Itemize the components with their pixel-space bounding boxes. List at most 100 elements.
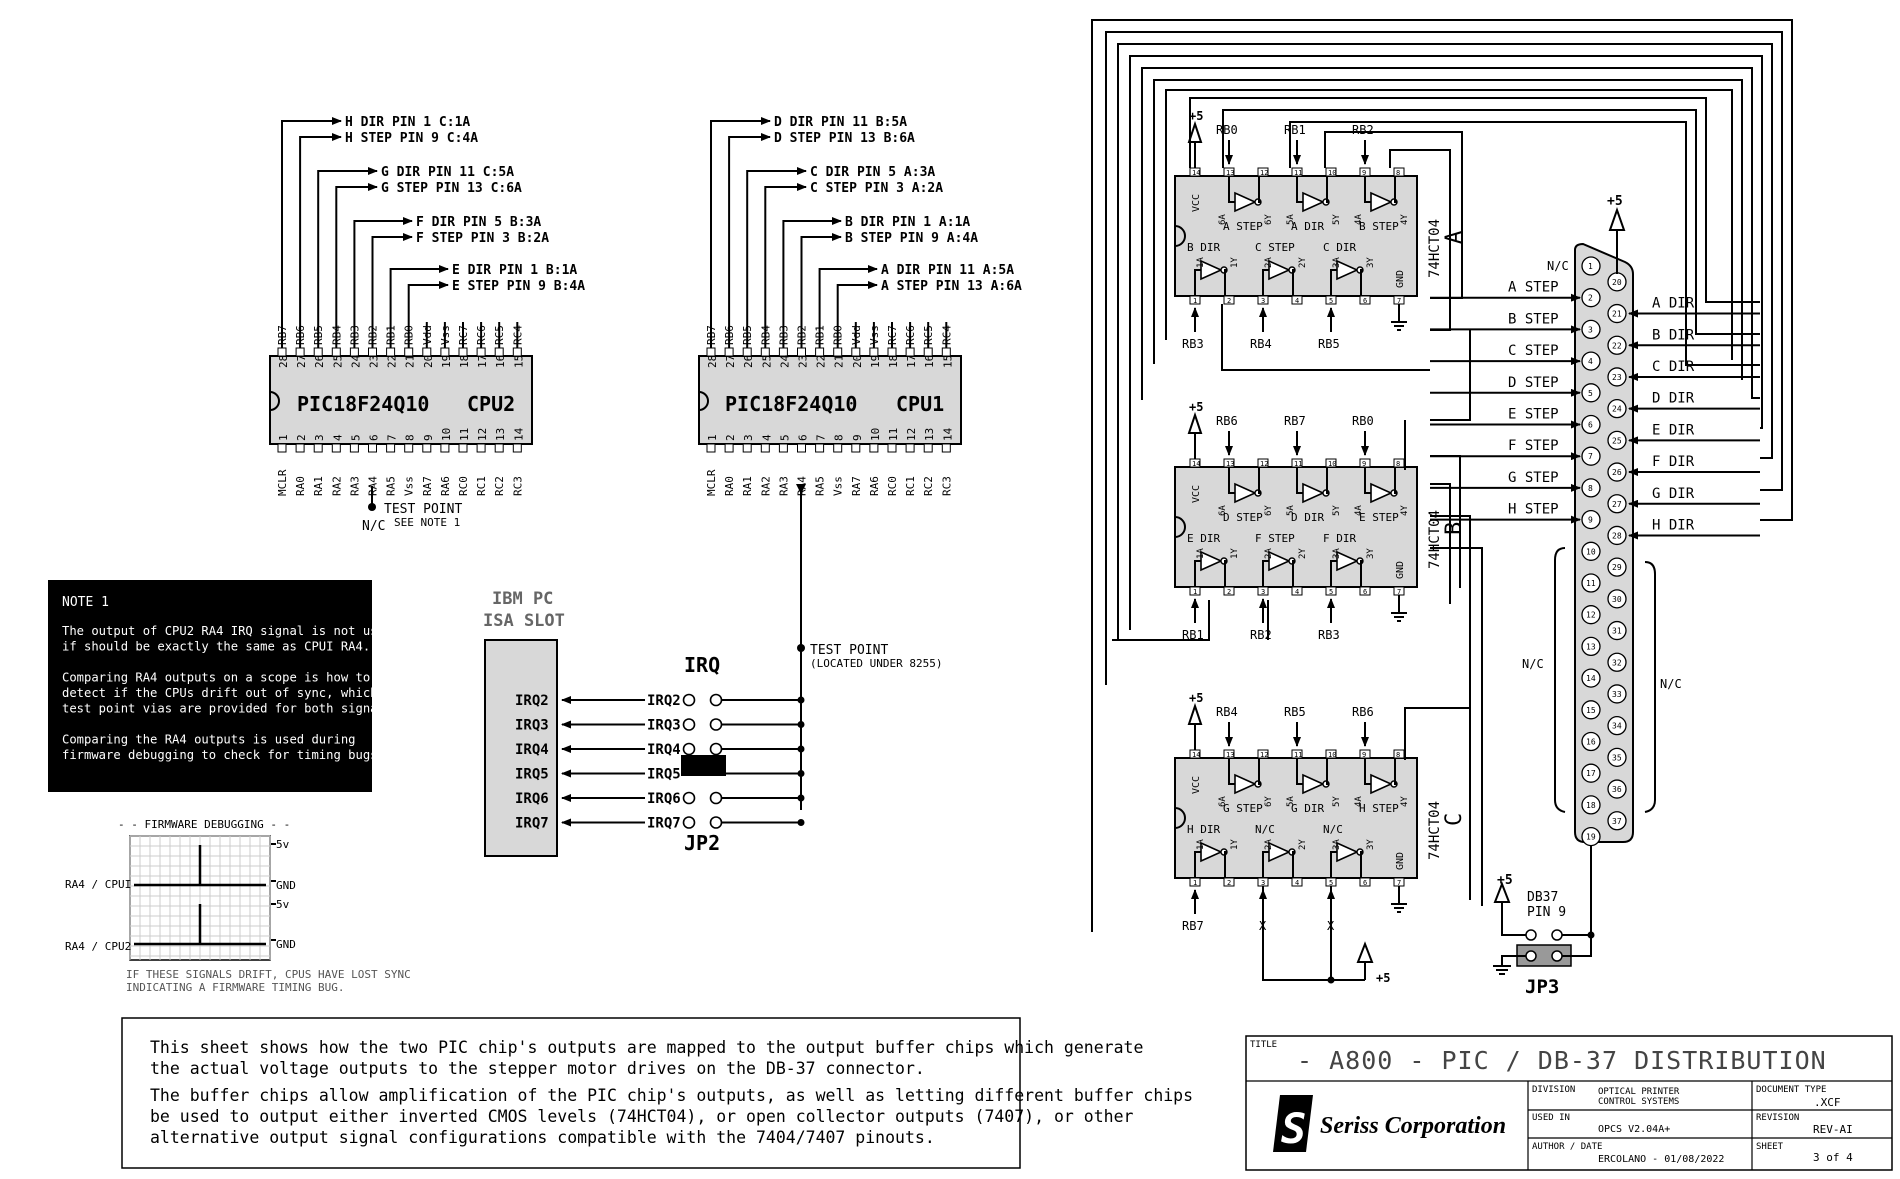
cpu1-bot-pin-pad — [815, 443, 825, 453]
cpu1-top-pin-num: 26 — [742, 355, 755, 368]
db37-pin-num: 12 — [1586, 611, 1596, 620]
cpu2-output-label: F DIR PIN 5 B:3A — [416, 215, 541, 230]
chip-b-gate-pin-label: 1Y — [1230, 548, 1240, 559]
cpu1-output-label: B DIR PIN 1 A:1A — [845, 215, 970, 230]
chip-a-top-pin-num: 11 — [1294, 169, 1302, 177]
cpu1-tp-note: (LOCATED UNDER 8255) — [810, 657, 942, 670]
db37-pin-num: 31 — [1612, 627, 1622, 636]
cpu2-tp-nc: N/C — [362, 519, 385, 534]
jp2-junction-icon — [797, 721, 805, 728]
chip-b-top-pin-num: 13 — [1226, 460, 1234, 468]
cpu1-test-point-icon — [797, 644, 805, 652]
chip-c-top-signal-label: H STEP — [1359, 802, 1399, 815]
cpu2-name-label: CPU2 — [467, 392, 515, 416]
cpu2-bot-pin-num: 1 — [277, 434, 290, 441]
note1-line: detect if the CPUs drift out of sync, wh… — [62, 686, 429, 700]
db37-pin-num: 4 — [1588, 357, 1593, 366]
cpu2-notch — [269, 391, 280, 411]
chip-b-gate-out-wire — [1224, 560, 1227, 587]
chip-c-gate-pin-label: 3A — [1332, 839, 1342, 850]
chip-a-gate-in-wire — [1330, 269, 1337, 296]
chip-c-gate-out-wire — [1258, 758, 1261, 785]
db37-dir-label: F DIR — [1652, 454, 1695, 470]
chip-b-bot-pin-num: 2 — [1227, 588, 1231, 596]
cpu1-bot-pin-num: 6 — [797, 434, 810, 441]
db37-step-label: H STEP — [1508, 502, 1559, 518]
db37-pin-icon — [1581, 636, 1601, 657]
chip-c-bot-pin-num: 1 — [1193, 879, 1197, 887]
chip-c-top-signal-label: G STEP — [1223, 802, 1263, 815]
cpu2-bot-pin-pad — [440, 443, 450, 453]
chip-b-top-pad — [1257, 458, 1269, 468]
db37-pin-num: 25 — [1612, 436, 1622, 445]
note1-line: The output of CPU2 RA4 IRQ signal is not… — [62, 624, 400, 638]
chip-b-gate-out-wire — [1360, 560, 1363, 587]
chip-a-top-pin-num: 9 — [1362, 169, 1366, 177]
db37-pin-num: 18 — [1586, 801, 1596, 810]
cpu2-bot-pin-pad — [313, 443, 323, 453]
db37-pin-icon — [1581, 414, 1601, 435]
isa-slot-body — [484, 639, 558, 857]
note1-line: Comparing the RA4 outputs is used during — [62, 733, 356, 747]
cpu2-output-label: G STEP PIN 13 C:6A — [381, 181, 522, 196]
chip-c-gate-pin-label: 4A — [1354, 796, 1364, 807]
cpu2-top-pin-num: 22 — [386, 355, 399, 368]
description-p1a: This sheet shows how the two PIC chip's … — [150, 1038, 1143, 1057]
db37-dir-label: C DIR — [1652, 359, 1695, 375]
cpu2-outputs: H DIR PIN 1 C:1AH STEP PIN 9 C:4AG DIR P… — [281, 115, 585, 322]
cpu1-bot-pin-pad — [905, 443, 915, 453]
cpu1-bot-pin-pad — [869, 443, 879, 453]
db37-pin-icon — [1607, 430, 1627, 451]
chip-c-top-signal-label: G DIR — [1291, 802, 1324, 815]
db37-nc-left-label: N/C — [1522, 657, 1544, 671]
cpu1-output-wire — [800, 233, 842, 322]
chip-b-top-signal-label: E STEP — [1359, 511, 1399, 524]
cpu2-bot-pin-pad — [295, 443, 305, 453]
db37-connector: 1234567891011121314151617181920212223242… — [1430, 194, 1760, 998]
chip-b-top-pin-num: 10 — [1328, 460, 1336, 468]
cpu1-output-wire — [746, 167, 807, 322]
db37-step-label: C STEP — [1508, 343, 1559, 359]
chip-a-top-pad — [1257, 167, 1269, 177]
cpu1-top-pin-num: 21 — [833, 355, 846, 368]
chip-c-gate-in-wire — [1194, 851, 1201, 878]
cpu1-bot-pin-label: RA7 — [850, 476, 863, 496]
chip-b-gate-pin-label: 4Y — [1400, 505, 1410, 516]
chip-a-gate-out-wire — [1224, 269, 1227, 296]
jp3-plus5-arrow-icon — [1493, 881, 1511, 903]
cpu1-output-label: A STEP PIN 13 A:6A — [881, 279, 1022, 294]
cpu2-output-label: E DIR PIN 1 B:1A — [452, 263, 577, 278]
chip-a-top-input-label: RB1 — [1284, 123, 1306, 137]
cpu2-bot-pin-pad — [512, 443, 522, 453]
note1-lines: The output of CPU2 RA4 IRQ signal is not… — [62, 624, 429, 762]
cpu1-tp-label: TEST POINT — [810, 643, 888, 658]
cpu1-top-pin-num: 28 — [706, 355, 719, 368]
db37-pin-num: 11 — [1586, 579, 1596, 588]
scope-5v-1: 5v — [276, 838, 290, 851]
chip-b-bot-pin-num: 3 — [1261, 588, 1265, 596]
cpu2-part-label: PIC18F24Q10 — [297, 392, 429, 416]
cpu1-bot-pin-num: 1 — [706, 434, 719, 441]
cpu2-top-pin-num: 21 — [404, 355, 417, 368]
db37-nc-bracket-left — [1554, 547, 1566, 813]
cpu1-body — [698, 355, 962, 445]
chip-a-vcc-label: VCC — [1191, 194, 1202, 212]
db37-step-label: B STEP — [1508, 311, 1559, 327]
jp2-pin-left-icon — [682, 693, 696, 707]
scope-gnd-1: GND — [276, 879, 296, 892]
description-p2a: The buffer chips allow amplification of … — [150, 1086, 1193, 1105]
seriss-logo-icon — [1273, 1095, 1313, 1152]
routing-wires: +5 — [1091, 19, 1793, 985]
db37-pin-num: 10 — [1586, 547, 1596, 556]
chip-b-gate-out-wire — [1292, 560, 1295, 587]
chip-a-top-pin-num: 8 — [1396, 169, 1400, 177]
isa-irq-label: IRQ7 — [515, 816, 549, 832]
db37-pin-num: 2 — [1588, 294, 1593, 303]
cpu2-top-pin-num: 27 — [295, 355, 308, 368]
cpu2-bot-pin-num: 12 — [476, 428, 489, 441]
jp3-plus5-label: +5 — [1497, 873, 1513, 888]
db37-pin-icon — [1581, 795, 1601, 815]
db37-pin-icon — [1607, 462, 1627, 482]
chip-a-bot-input-label: RB4 — [1250, 337, 1272, 351]
